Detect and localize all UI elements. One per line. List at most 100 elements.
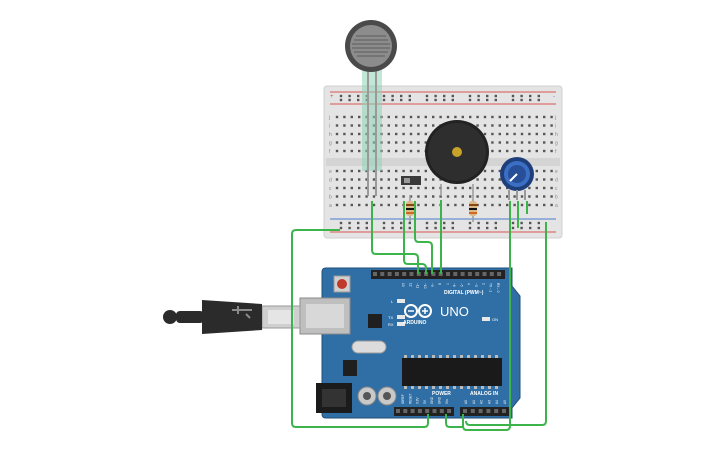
header-pin — [486, 409, 491, 413]
header-pin — [478, 409, 483, 413]
analog-pin-label: A2 — [480, 400, 484, 404]
breadboard-hole — [498, 186, 501, 190]
rail-hole — [443, 98, 446, 102]
breadboard-hole — [461, 115, 464, 119]
breadboard-hole — [417, 141, 420, 144]
usb-cable — [163, 300, 301, 334]
analog-pin-label: A0 — [464, 400, 468, 404]
breadboard-hole — [528, 132, 531, 136]
breadboard-hole — [343, 124, 346, 127]
breadboard-hole — [335, 195, 339, 198]
rail-hole — [486, 226, 489, 230]
breadboard-hole — [506, 141, 509, 144]
breadboard-hole — [520, 115, 524, 119]
resistor-2[interactable] — [469, 195, 477, 222]
crystal-oscillator — [351, 340, 387, 354]
breadboard-hole — [424, 195, 427, 198]
rail-hole — [400, 226, 403, 230]
header-pin — [402, 272, 407, 276]
breadboard-hole — [387, 186, 390, 190]
analog-pin-label: A1 — [472, 400, 476, 404]
breadboard-hole — [550, 178, 553, 181]
breadboard-hole — [343, 132, 346, 136]
wires — [291, 200, 547, 431]
breadboard-hole — [343, 203, 346, 207]
breadboard-hole — [513, 124, 516, 127]
breadboard-hole — [350, 115, 353, 119]
slide-switch[interactable] — [401, 176, 421, 185]
breadboard-hole — [350, 149, 353, 153]
status-leds — [397, 299, 490, 326]
digital-pin-label: 12 — [408, 283, 412, 287]
digital-pin-label: 8 — [438, 283, 442, 285]
breadboard-hole — [432, 203, 435, 207]
breadboard-hole — [498, 132, 501, 136]
rail-hole — [529, 221, 532, 225]
breadboard-hole — [498, 149, 501, 153]
breadboard-hole — [491, 169, 494, 173]
header-pin — [489, 272, 494, 276]
rail-hole — [537, 98, 540, 102]
row-label: d — [329, 178, 332, 184]
piezo-buzzer[interactable] — [425, 120, 489, 196]
wire-gnd-rail — [291, 229, 429, 428]
breadboard-hole — [424, 141, 427, 144]
rail-hole — [425, 94, 429, 98]
digital-pin-label: ~5 — [459, 283, 463, 287]
rail-hole — [477, 98, 480, 102]
breadboard-hole — [476, 115, 479, 119]
breadboard-hole — [520, 141, 524, 144]
rail-hole — [494, 94, 497, 98]
potentiometer[interactable] — [500, 157, 534, 200]
rail-hole — [486, 221, 489, 225]
rail-hole — [494, 98, 497, 102]
breadboard-hole — [402, 149, 405, 153]
breadboard-hole — [417, 124, 420, 127]
row-label: c — [555, 186, 558, 192]
breadboard-hole — [409, 115, 413, 119]
usb-icon — [232, 306, 252, 319]
breadboard-hole — [358, 169, 361, 173]
digital-pin-label: ~6 — [452, 283, 456, 287]
breadboard-hole — [432, 115, 435, 119]
power-header-label: POWER — [432, 391, 451, 397]
rail-hole — [529, 94, 532, 98]
row-label: a — [555, 203, 558, 209]
row-label: i — [555, 124, 556, 130]
digital-pin-label: 7 — [445, 283, 449, 285]
row-label: j — [328, 115, 330, 121]
breadboard-hole — [365, 186, 368, 190]
rail-hole — [408, 221, 411, 225]
reset-button[interactable] — [333, 275, 351, 293]
breadboard-hole — [372, 186, 376, 190]
breadboard-hole — [535, 132, 538, 136]
breadboard-hole — [409, 186, 413, 190]
header-pin — [403, 409, 408, 413]
header-pin — [446, 272, 450, 276]
breadboard-hole — [365, 195, 368, 198]
rail-hole — [477, 226, 480, 230]
breadboard-hole — [498, 169, 501, 173]
rail-hole — [529, 226, 532, 230]
header-pin — [410, 409, 415, 413]
wire-switch-d10 — [414, 201, 433, 274]
breadboard-hole — [446, 203, 450, 207]
breadboard-hole — [417, 115, 420, 119]
led-tx-label: TX — [388, 315, 393, 320]
rail-hole — [348, 221, 351, 225]
arduino-uno-board[interactable]: L TX RX ON ARDUINO UNO DIGITAL (PWM~) PO… — [299, 267, 521, 419]
breadboard-hole — [498, 124, 501, 127]
breadboard-hole — [395, 186, 398, 190]
breadboard-hole — [506, 203, 509, 207]
arduino-logo-icon — [404, 304, 432, 318]
breadboard-hole — [506, 115, 509, 119]
usb-port — [299, 297, 351, 335]
breadboard-hole — [513, 203, 516, 207]
resistor-1[interactable] — [406, 195, 414, 222]
power-pin-label: 5V — [423, 399, 427, 404]
breadboard-hole — [395, 124, 398, 127]
breadboard-hole — [372, 178, 376, 181]
force-sensor[interactable] — [345, 20, 397, 196]
